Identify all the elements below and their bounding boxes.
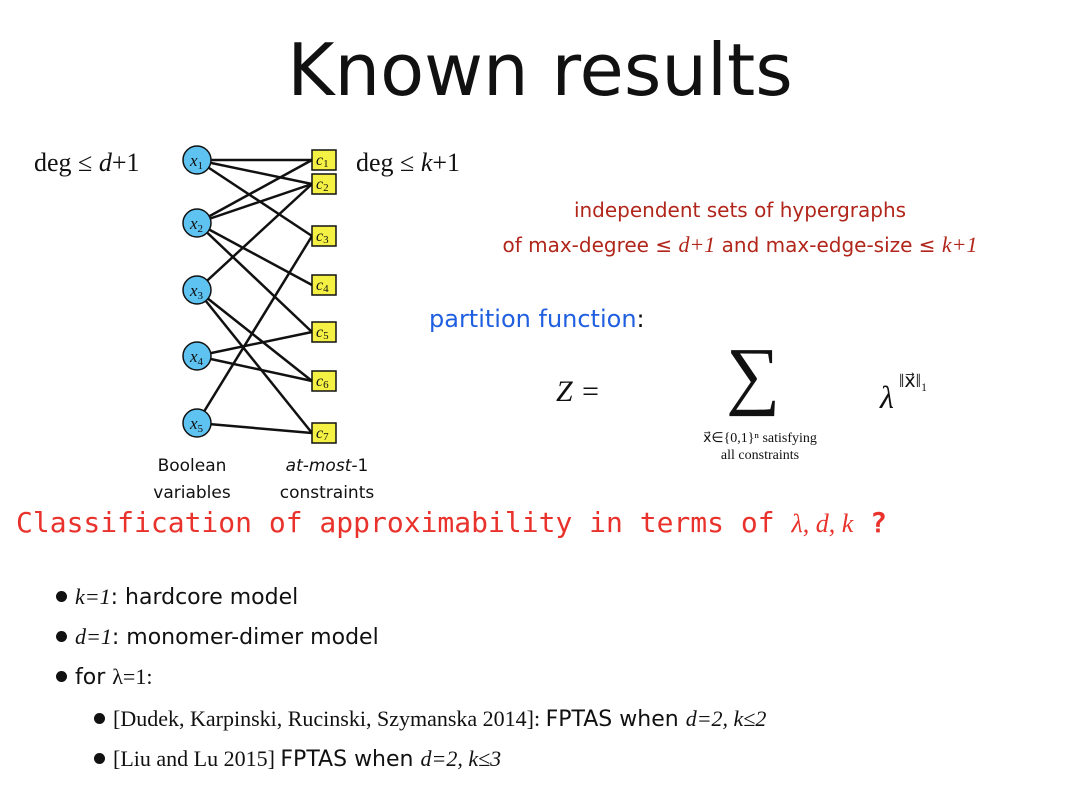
- variable-node: x5: [182, 408, 212, 438]
- boolean-variables-label: Boolean variables: [153, 456, 231, 503]
- sum-subscript: x⃗∈{0,1}ⁿ satisfying all constraints: [703, 431, 817, 463]
- sub-bullet-liu-lu: [Liu and Lu 2015] FPTAS when d=2, k≤3: [94, 746, 501, 772]
- graph-edge: [196, 158, 313, 186]
- left-degree-label: deg ≤ d+1: [34, 148, 140, 177]
- sub-bullet-dudek: [Dudek, Karpinski, Rucinski, Szymanska 2…: [94, 706, 766, 732]
- formula-lhs: Z =: [556, 375, 601, 408]
- variable-node: x2: [182, 208, 212, 238]
- variable-nodes: x1 x2 x3 x4 x5: [182, 145, 212, 438]
- graph-edge: [196, 354, 313, 383]
- bullet-lambda-one: for λ=1:: [56, 664, 152, 690]
- graph-edge: [196, 183, 313, 291]
- variable-node: x1: [182, 145, 212, 175]
- constraints-label: at-most-1 constraints: [279, 456, 375, 503]
- graph-edge: [196, 289, 313, 382]
- graph-edge: [196, 221, 313, 287]
- classification-question: Classification of approximability in ter…: [16, 506, 887, 539]
- constraint-node: c7: [311, 422, 337, 444]
- constraint-node: c4: [311, 274, 337, 296]
- constraint-node: c2: [311, 173, 337, 195]
- graph-edge: [196, 330, 313, 358]
- right-degree-label: deg ≤ k+1: [356, 148, 461, 177]
- partition-function-label: partition function:: [429, 305, 645, 333]
- constraint-node: c5: [311, 321, 337, 343]
- constraint-node: c6: [311, 370, 337, 392]
- graph-edge: [196, 158, 313, 225]
- bullet-hardcore: k=1: hardcore model: [56, 584, 298, 610]
- variable-node: x4: [182, 341, 212, 371]
- hypergraph-line-2: of max-degree ≤ d+1 and max-edge-size ≤ …: [502, 232, 978, 257]
- graph-edges: [195, 158, 314, 435]
- graph-edge: [196, 222, 313, 333]
- slide-title: Known results: [287, 28, 793, 112]
- graph-edge: [196, 182, 313, 225]
- formula-lambda: λ: [880, 379, 894, 415]
- graph-edge: [196, 158, 313, 238]
- sum-symbol: ∑: [726, 333, 781, 417]
- bullet-monomer-dimer: d=1: monomer-dimer model: [56, 624, 379, 650]
- graph-edge: [195, 235, 314, 424]
- formula-exponent: ‖x⃗‖₁: [899, 371, 928, 392]
- constraint-node: c1: [311, 149, 337, 171]
- hypergraph-line-1: independent sets of hypergraphs: [573, 198, 907, 222]
- graph-edge: [196, 421, 313, 435]
- graph-edge: [196, 289, 313, 434]
- constraint-node: c3: [311, 225, 337, 247]
- variable-node: x3: [182, 275, 212, 305]
